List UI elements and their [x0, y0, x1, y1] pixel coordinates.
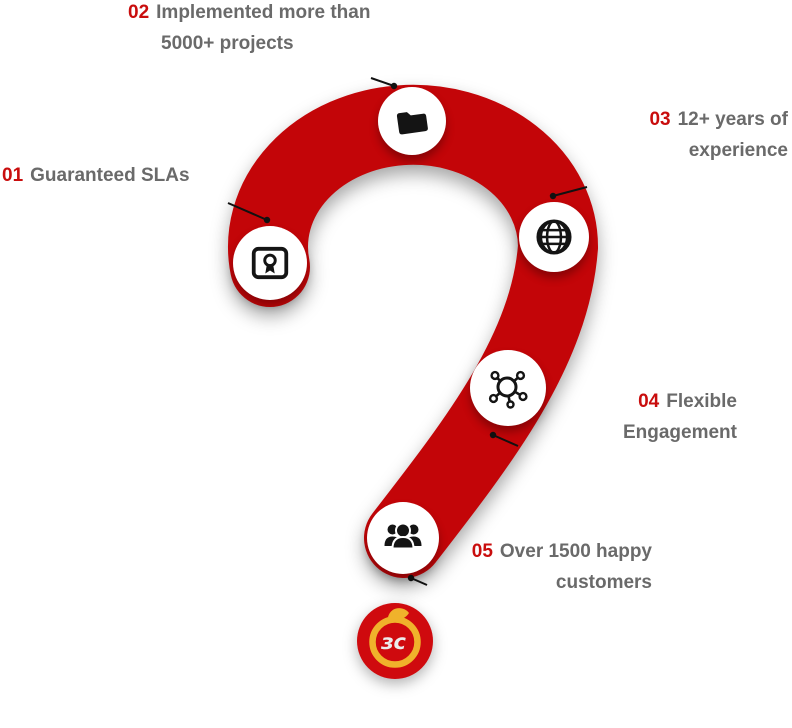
- label-text: Implemented more than 5000+ projects: [156, 2, 371, 54]
- label-happy-customers: 05 Over 1500 happy customers: [430, 536, 652, 598]
- icon-circle-guaranteed-slas: [233, 226, 307, 300]
- leader-dot-03: [549, 192, 557, 200]
- label-text: Flexible Engagement: [622, 391, 737, 443]
- leader-dot-01: [263, 216, 271, 224]
- label-number: 04: [638, 391, 660, 412]
- label-text: Over 1500 happy customers: [499, 541, 652, 593]
- icon-circle-flexible-engagement: [470, 350, 546, 426]
- icon-circle-projects: [378, 87, 446, 155]
- label-guaranteed-slas: 01 Guaranteed SLAs: [2, 160, 190, 191]
- people-icon: [384, 522, 422, 550]
- leader-line-01: [227, 202, 268, 221]
- question-mark-shape: [228, 84, 599, 578]
- label-text: 12+ years of experience: [677, 109, 788, 161]
- label-number: 02: [128, 2, 150, 23]
- network-icon: [488, 370, 528, 409]
- label-projects: 02 Implemented more than 5000+ projects: [128, 0, 473, 59]
- label-experience: 03 12+ years of experience: [540, 104, 788, 166]
- globe-icon: [536, 219, 572, 255]
- certificate-icon: [251, 246, 289, 280]
- logo-flame-tip: [388, 608, 409, 620]
- company-logo-graphic: ɜc: [357, 603, 433, 679]
- icon-circle-happy-customers: [367, 502, 439, 574]
- leader-dot-02: [390, 82, 398, 90]
- leader-line-04: [492, 434, 519, 447]
- logo-monogram: ɜc: [380, 630, 406, 654]
- icon-circle-experience: [519, 202, 589, 272]
- folder-icon: [396, 112, 428, 135]
- company-logo: ɜc: [357, 603, 433, 679]
- leader-line-03: [552, 186, 588, 197]
- label-number: 01: [2, 165, 24, 186]
- leader-dot-05: [407, 574, 415, 582]
- leader-dot-04: [489, 431, 497, 439]
- label-number: 05: [471, 541, 493, 562]
- label-text: Guaranteed SLAs: [30, 165, 190, 186]
- label-number: 03: [649, 109, 671, 130]
- leader-line-02: [370, 77, 395, 87]
- logo-circle: [357, 603, 433, 679]
